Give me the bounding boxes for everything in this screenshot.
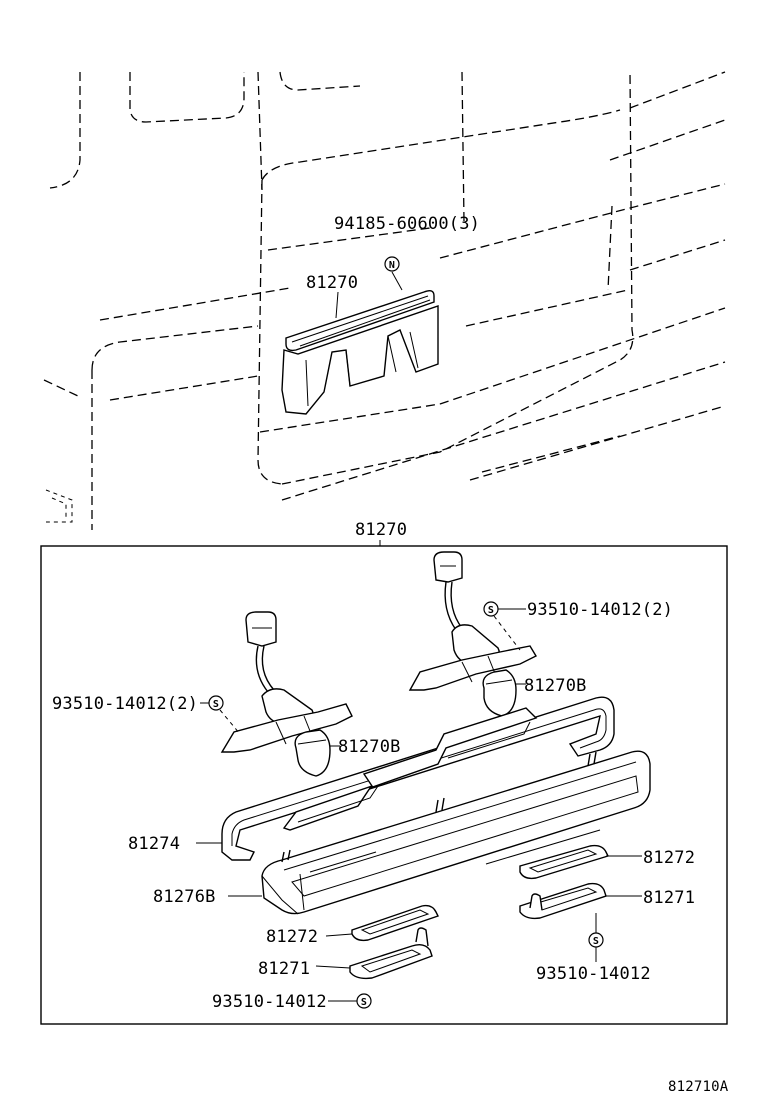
exploded-view-frame: [40, 545, 728, 1025]
lens-gasket-right: [519, 844, 609, 880]
svg-text:S: S: [361, 997, 367, 1008]
lens-left-callout: 81271: [258, 959, 310, 979]
socket-left: [220, 611, 353, 753]
lens-gasket-left-leader: [325, 933, 353, 937]
nut-symbol-icon: N: [384, 256, 400, 272]
svg-text:S: S: [488, 605, 494, 616]
screw-left-path: [219, 709, 241, 735]
bulb-left-callout: 81270B: [338, 737, 401, 757]
screw-bottom-left-callout: 93510-14012: [212, 992, 327, 1012]
lens-left: [349, 927, 433, 980]
lens-right-callout: 81271: [643, 888, 695, 908]
lens-right: [519, 882, 607, 920]
housing-body: [261, 750, 651, 915]
lens-gasket-left-callout: 81272: [266, 927, 318, 947]
housing-callout: 81276B: [153, 887, 216, 907]
lamp-assy-box-callout: 81270: [355, 520, 407, 540]
svg-text:N: N: [389, 260, 395, 271]
svg-text:S: S: [593, 936, 599, 947]
lamp-assy-top-callout: 81270: [306, 273, 358, 293]
screw-bottom-right-callout: 93510-14012: [536, 964, 651, 984]
screw-right-path: [493, 615, 521, 651]
lens-gasket-left: [351, 904, 439, 942]
mounted-stop-lamp: [281, 289, 439, 415]
screw-bottom-right-symbol-icon: S: [588, 932, 604, 948]
screw-right-symbol-icon: S: [483, 601, 499, 617]
figure-code: 812710A: [668, 1079, 729, 1095]
gasket-outer-callout: 81274: [128, 834, 180, 854]
svg-text:S: S: [213, 699, 219, 710]
screw-bottom-left-symbol-icon: S: [356, 993, 372, 1009]
gasket-frame: [221, 696, 615, 861]
vehicle-rear-outline: [43, 71, 726, 530]
screw-right-callout: 93510-14012(2): [527, 600, 673, 620]
screw-left-symbol-icon: S: [208, 695, 224, 711]
lens-gasket-right-callout: 81272: [643, 848, 695, 868]
bolt-top-callout: 94185-60600(3): [334, 214, 480, 234]
socket-right: [408, 551, 537, 691]
bulb-left: [294, 729, 331, 777]
lamp-assy-top-leader: [335, 291, 339, 319]
bolt-top-leader: [391, 271, 403, 291]
bulb-right-callout: 81270B: [524, 676, 587, 696]
bulb-right: [482, 669, 517, 717]
lens-left-leader: [315, 965, 351, 969]
screw-left-callout: 93510-14012(2): [52, 694, 198, 714]
